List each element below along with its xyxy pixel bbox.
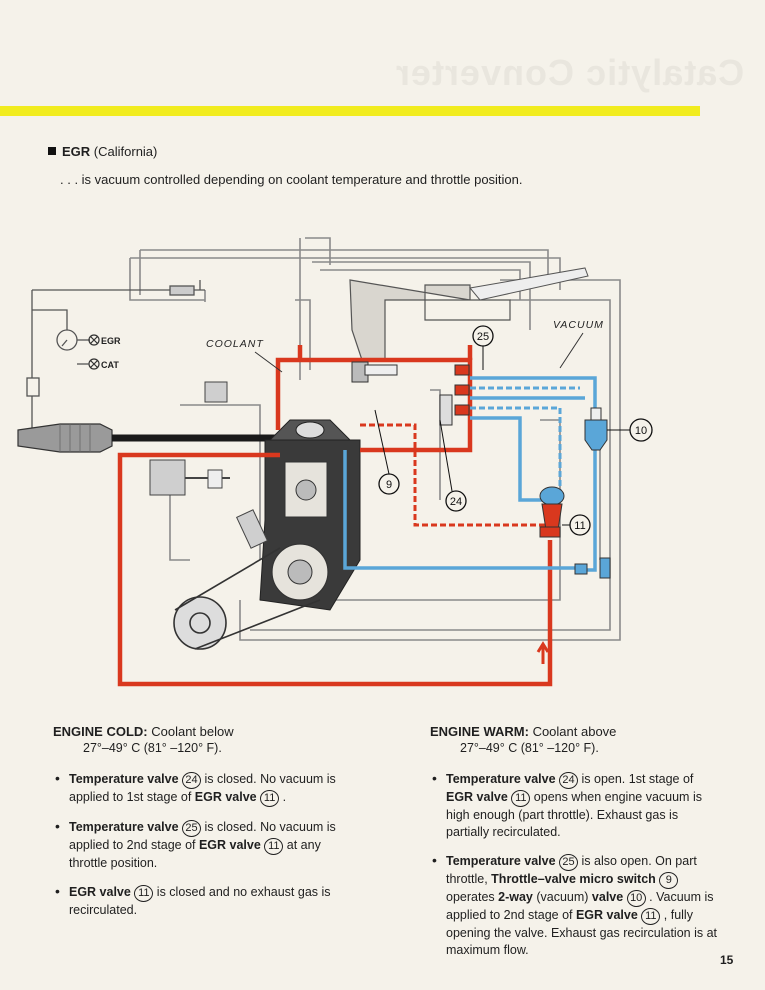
callout-ref-25: 25 (182, 820, 202, 837)
svg-text:9: 9 (386, 479, 392, 491)
coolant-dashed-lines (360, 423, 550, 527)
catalytic-converter (17, 423, 113, 453)
section-title-bold: EGR (62, 144, 91, 159)
page-number: 15 (720, 953, 734, 967)
cold-bullet-1: Temperature valve 24 is closed. No vacuu… (53, 770, 353, 807)
distributor (149, 381, 269, 549)
engine-cold-heading: ENGINE COLD: Coolant below (53, 724, 234, 739)
vacuum-sensor (599, 557, 611, 579)
callout-ref-11: 11 (264, 838, 284, 855)
engine-warm-column: ENGINE WARM: Coolant above 27°–49° C (81… (430, 723, 720, 971)
two-way-valve-body (584, 407, 608, 451)
engine-cold-column: ENGINE COLD: Coolant below 27°–49° C (81… (53, 723, 353, 931)
egr-lamp-label: EGR (101, 336, 121, 346)
flow-arrow-icon (536, 641, 550, 664)
warm-bullet-2: Temperature valve 25 is also open. On pa… (430, 852, 720, 959)
coolant-label: COOLANT (206, 338, 264, 350)
intake-duct (349, 267, 589, 361)
bullet-square-icon (48, 147, 56, 155)
grey-lines (129, 237, 621, 641)
callout-ref-24: 24 (182, 772, 202, 789)
crank-pulley-belt (173, 547, 321, 650)
engine-block (259, 419, 361, 611)
cold-bullet-3: EGR valve 11 is closed and no exhaust ga… (53, 883, 353, 919)
callout-ref-11: 11 (511, 790, 531, 807)
section-intro: . . . is vacuum controlled depending on … (60, 172, 523, 187)
callout-ref-11: 11 (260, 790, 280, 807)
callout-25: 25 (472, 325, 494, 370)
vacuum-label: VACUUM (553, 319, 604, 331)
callout-ref-25: 25 (559, 854, 579, 871)
engine-warm-heading: ENGINE WARM: Coolant above (430, 724, 617, 739)
callout-ref-24: 24 (559, 772, 579, 789)
coolant-lines (117, 345, 553, 687)
callout-ref-11: 11 (134, 885, 154, 902)
micro-switch (574, 563, 588, 575)
svg-text:24: 24 (450, 496, 462, 508)
callout-ref-11: 11 (641, 908, 661, 925)
temperature-valves (351, 361, 470, 426)
svg-text:11: 11 (574, 520, 585, 532)
section-heading: EGR (California) (48, 144, 157, 159)
callout-ref-9: 9 (659, 872, 679, 889)
vacuum-dashed-lines (470, 386, 580, 490)
engine-cold-range: 27°–49° C (81° –120° F). (83, 741, 222, 755)
yellow-header-bar (0, 106, 700, 116)
egr-cat-lamps: EGR CAT (77, 334, 121, 370)
egr-valve-body (539, 486, 565, 538)
callout-10: 10 (607, 418, 653, 442)
cat-lamp-label: CAT (101, 360, 119, 370)
svg-text:25: 25 (477, 331, 489, 343)
callout-11: 11 (562, 514, 591, 536)
svg-text:10: 10 (635, 425, 647, 437)
section-title-rest: (California) (93, 144, 158, 159)
warm-bullet-1: Temperature valve 24 is open. 1st stage … (430, 770, 720, 841)
callout-9: 9 (374, 409, 400, 495)
callout-ref-10: 10 (626, 890, 646, 907)
sensor-wiring (26, 280, 205, 430)
cold-bullet-2: Temperature valve 25 is closed. No vacuu… (53, 818, 353, 872)
engine-warm-range: 27°–49° C (81° –120° F). (460, 741, 599, 755)
callout-24: 24 (439, 419, 467, 512)
